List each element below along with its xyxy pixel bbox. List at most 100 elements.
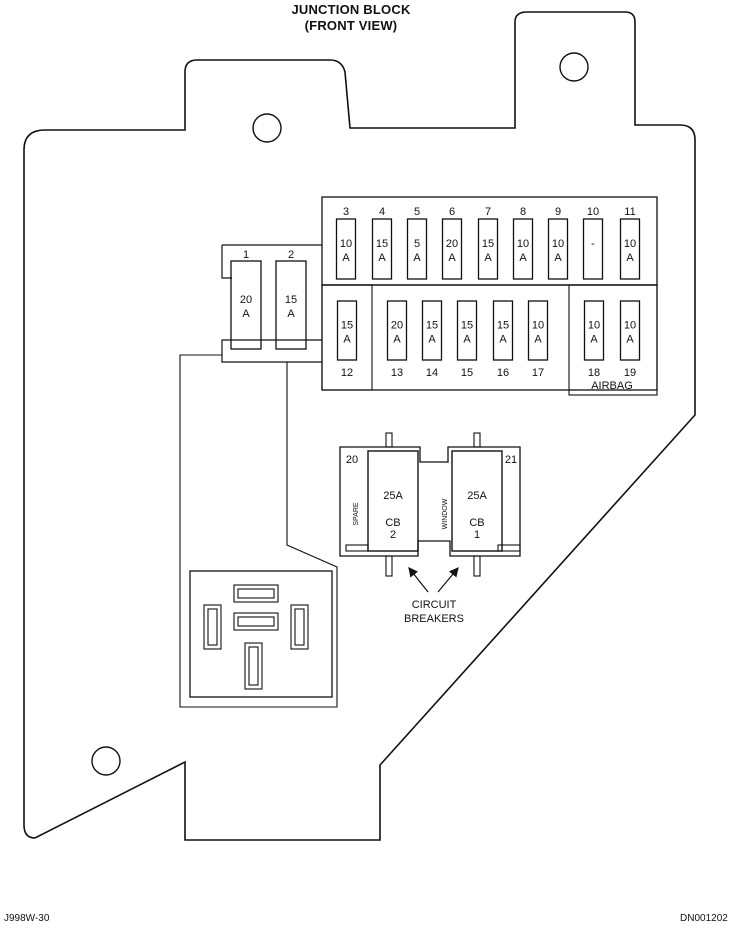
- fuse-10-number: 10: [587, 206, 599, 218]
- fuse-2-number: 2: [288, 249, 294, 261]
- fuse-2-unit: A: [287, 308, 295, 320]
- fuse-5: [406, 218, 428, 280]
- fuse-15: [456, 300, 478, 361]
- fuse-15-rating: 15: [461, 320, 473, 332]
- fuse-12-unit: A: [343, 334, 351, 346]
- callout-label-line2: BREAKERS: [404, 613, 464, 625]
- callout-label-line1: CIRCUIT: [412, 599, 457, 611]
- callout-arrow-cb1: [437, 567, 459, 593]
- fuse-7-number: 7: [485, 206, 491, 218]
- fuse-5-rating: 5: [414, 238, 420, 250]
- callout-arrow-cb2: [408, 567, 429, 593]
- breaker-20-rating: 25A: [383, 490, 403, 502]
- fuse-5-unit: A: [413, 252, 421, 264]
- breaker-21-cb-number: 1: [474, 529, 480, 541]
- fuse-8-unit: A: [519, 252, 527, 264]
- fuse-8-number: 8: [520, 206, 526, 218]
- fuse-18-number: 18: [588, 367, 600, 379]
- fuse-16-number: 16: [497, 367, 509, 379]
- fuse-15-number: 15: [461, 367, 473, 379]
- fuse-12-number: 12: [341, 367, 353, 379]
- fuse-1-number: 1: [243, 249, 249, 261]
- fuse-6-number: 6: [449, 206, 455, 218]
- fuse-1-unit: A: [242, 308, 250, 320]
- fuse-7: [477, 218, 499, 280]
- fuse-17-number: 17: [532, 367, 544, 379]
- fuse-10: [582, 218, 604, 280]
- breaker-20-number: 20: [346, 454, 358, 466]
- breaker-21-cb-label: CB: [469, 517, 484, 529]
- fuse-4-unit: A: [378, 252, 386, 264]
- fuse-16-unit: A: [499, 334, 507, 346]
- mounting-hole: [91, 746, 121, 776]
- fuse-13-rating: 20: [391, 320, 403, 332]
- fuse-14-unit: A: [428, 334, 436, 346]
- fuse-12-rating: 15: [341, 320, 353, 332]
- fuse-19-number: 19: [624, 367, 636, 379]
- fuse-13: [386, 300, 408, 361]
- fuse-9: [547, 218, 569, 280]
- fuse-11: [619, 218, 641, 280]
- fuse-7-rating: 15: [482, 238, 494, 250]
- airbag-label: AIRBAG: [591, 380, 633, 392]
- fuse-14-number: 14: [426, 367, 438, 379]
- figure-code-left: J998W-30: [4, 913, 50, 924]
- left-fuse-block: [221, 244, 322, 363]
- fuse-12-bay: [321, 284, 373, 391]
- fuse-9-number: 9: [555, 206, 561, 218]
- fuse-16-rating: 15: [497, 320, 509, 332]
- fuse-3-unit: A: [342, 252, 350, 264]
- fuse-13-unit: A: [393, 334, 401, 346]
- breaker-20-cb-number: 2: [390, 529, 396, 541]
- fuse-14-rating: 15: [426, 320, 438, 332]
- diagram-title: JUNCTION BLOCK: [291, 2, 411, 17]
- fuse-4-number: 4: [379, 206, 385, 218]
- fuse-7-unit: A: [484, 252, 492, 264]
- fuse-5-number: 5: [414, 206, 420, 218]
- relay-socket: [189, 570, 333, 698]
- fuse-9-unit: A: [554, 252, 562, 264]
- fuse-18-unit: A: [590, 334, 598, 346]
- fuse-11-rating: 10: [624, 238, 636, 250]
- fuse-12: [336, 300, 358, 361]
- fuse-3: [335, 218, 357, 280]
- fuse-10-rating: -: [591, 238, 595, 250]
- junction-block-housing: [23, 11, 696, 841]
- fuse-4-rating: 15: [376, 238, 388, 250]
- circuit-breaker-block: [339, 446, 521, 557]
- fuse-16: [492, 300, 514, 361]
- fuse-19: [619, 300, 641, 361]
- fuse-6-rating: 20: [446, 238, 458, 250]
- fuse-17: [527, 300, 549, 361]
- breaker-pins: [345, 432, 521, 577]
- fuse-11-number: 11: [624, 206, 635, 218]
- fuse-1: [230, 260, 262, 350]
- breaker-20-cb-label: CB: [385, 517, 400, 529]
- breaker-20-side-label: SPARE: [353, 502, 360, 526]
- fuse-11-unit: A: [626, 252, 634, 264]
- fuse-3-number: 3: [343, 206, 349, 218]
- fuse-18-rating: 10: [588, 320, 600, 332]
- fuse-13-number: 13: [391, 367, 403, 379]
- fuse-3-rating: 10: [340, 238, 352, 250]
- fuse-4: [371, 218, 393, 280]
- fuse-19-unit: A: [626, 334, 634, 346]
- circuit-breaker-cb2: [367, 450, 419, 552]
- breaker-21-number: 21: [505, 454, 517, 466]
- relay-lead-line: [179, 354, 338, 708]
- circuit-breaker-cb1: [451, 450, 503, 552]
- diagram-subtitle: (FRONT VIEW): [304, 18, 398, 33]
- fuse-2: [275, 260, 307, 350]
- fuse-15-unit: A: [463, 334, 471, 346]
- mounting-hole: [252, 113, 282, 143]
- fuse-1-rating: 20: [240, 294, 252, 306]
- breaker-21-rating: 25A: [467, 490, 487, 502]
- figure-code-right: DN001202: [680, 913, 728, 924]
- fuse-2-rating: 15: [285, 294, 297, 306]
- fuse-8-rating: 10: [517, 238, 529, 250]
- fuse-6-unit: A: [448, 252, 456, 264]
- fuse-6: [441, 218, 463, 280]
- fuse-18: [583, 300, 605, 361]
- relay-terminals: [203, 584, 309, 690]
